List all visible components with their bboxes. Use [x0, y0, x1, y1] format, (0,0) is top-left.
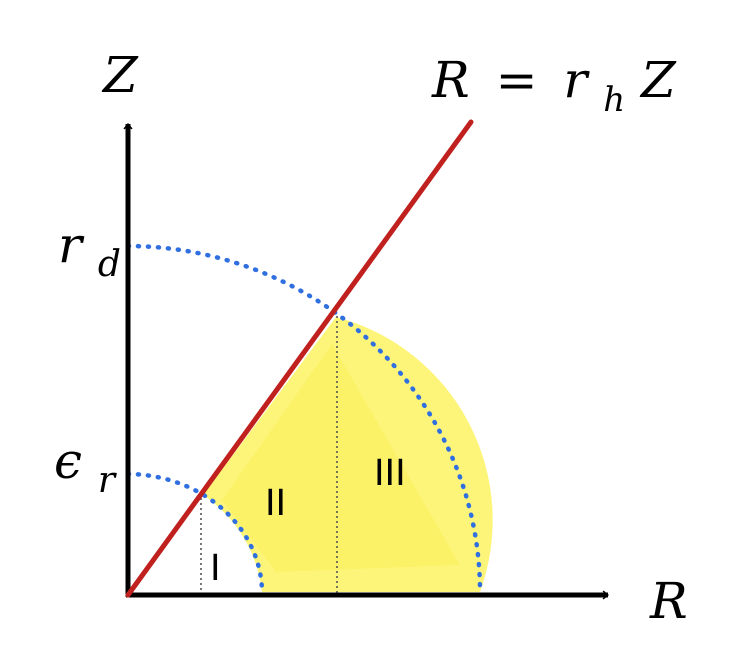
- line-equation-label: R = r h Z: [431, 51, 677, 123]
- tick-er-sub: r: [98, 460, 117, 501]
- tick-label-rd: r d: [58, 216, 121, 285]
- equation-z: Z: [639, 51, 677, 109]
- shaded-region: [203, 317, 493, 592]
- boundary-line: [125, 119, 474, 598]
- tick-er-base: ϵ: [54, 432, 82, 490]
- region-label-1: I: [210, 547, 221, 589]
- r-axis-label: R: [649, 572, 688, 630]
- equation-subscript: h: [603, 80, 625, 120]
- inner-arc: [125, 471, 265, 595]
- z-axis-label: Z: [101, 46, 139, 104]
- tick-rd-sub: d: [98, 244, 121, 285]
- equation-lhs: R: [431, 51, 470, 109]
- region-label-2: II: [265, 482, 286, 524]
- equation-r: r: [563, 51, 590, 109]
- equation-equals: =: [496, 51, 538, 109]
- tick-label-er: ϵ r: [54, 432, 117, 501]
- outer-arc: [125, 243, 483, 595]
- region-label-3: III: [374, 452, 406, 494]
- shaded-region-highlight: [222, 344, 460, 572]
- tick-rd-base: r: [58, 216, 85, 274]
